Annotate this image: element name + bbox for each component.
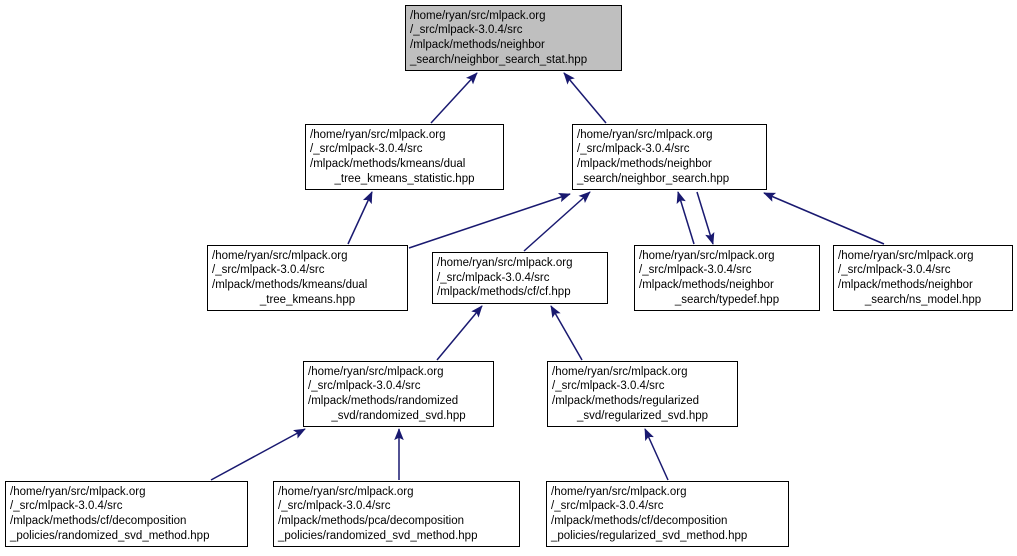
graph-node-ns_model[interactable]: /home/ryan/src/mlpack.org /_src/mlpack-3.…: [833, 245, 1013, 311]
node-label-line: /mlpack/methods/pca/decomposition: [278, 515, 465, 527]
graph-node-neighbor_search_stat[interactable]: /home/ryan/src/mlpack.org /_src/mlpack-3.…: [405, 5, 622, 71]
graph-edge-typedef-to-neighbor_search: [676, 191, 695, 245]
node-label-line: /home/ryan/src/mlpack.org: [577, 128, 713, 141]
graph-node-randomized_svd[interactable]: /home/ryan/src/mlpack.org /_src/mlpack-3.…: [303, 361, 494, 427]
node-label-line: /home/ryan/src/mlpack.org: [437, 257, 573, 270]
node-label-line: /home/ryan/src/mlpack.org: [410, 9, 546, 22]
node-label-line: /_src/mlpack-3.0.4/src: [410, 24, 523, 37]
graph-node-cf[interactable]: /home/ryan/src/mlpack.org/_src/mlpack-3.…: [432, 252, 608, 304]
node-label-line: /mlpack/methods/neighbor: [577, 158, 712, 170]
node-label-line: /home/ryan/src/mlpack.org: [639, 249, 775, 262]
node-label-line: _search/neighbor_search_stat.hpp: [410, 53, 588, 66]
node-label-line: /home/ryan/src/mlpack.org: [212, 249, 348, 262]
node-label-line: /_src/mlpack-3.0.4/src: [310, 143, 423, 156]
node-label-line: /home/ryan/src/mlpack.org: [552, 365, 688, 378]
graph-node-pca_randomized_svd_method[interactable]: /home/ryan/src/mlpack.org /_src/mlpack-3.…: [273, 481, 520, 547]
node-label-line: /_src/mlpack-3.0.4/src: [437, 271, 550, 284]
node-label-line: /mlpack/methods/neighbor: [410, 39, 545, 51]
node-label-line: _svd/regularized_svd.hpp: [576, 409, 709, 422]
graph-edge-cf_randomized_svd_method-to-randomized_svd: [210, 428, 306, 481]
node-label-line: _tree_kmeans.hpp: [259, 293, 356, 306]
node-label-line: /home/ryan/src/mlpack.org: [551, 485, 687, 498]
graph-edge-cf_regularized_svd_method-to-regularized_svd: [644, 428, 669, 481]
node-label-line: /_src/mlpack-3.0.4/src: [278, 500, 391, 513]
node-label-line: _policies/regularized_svd_method.hpp: [551, 529, 748, 542]
node-label-line: /home/ryan/src/mlpack.org: [10, 485, 146, 498]
node-label-line: /home/ryan/src/mlpack.org: [838, 249, 974, 262]
node-label-line: _search/ns_model.hpp: [864, 293, 982, 306]
graph-edge-cf-to-neighbor_search: [523, 191, 591, 252]
node-label-line: _tree_kmeans_statistic.hpp: [334, 172, 475, 185]
node-label-line: /home/ryan/src/mlpack.org: [278, 485, 414, 498]
graph-edge-randomized_svd-to-cf: [436, 305, 483, 361]
node-label-line: /_src/mlpack-3.0.4/src: [10, 500, 123, 513]
node-label-line: /home/ryan/src/mlpack.org: [308, 365, 444, 378]
node-label-line: /_src/mlpack-3.0.4/src: [552, 380, 665, 393]
node-label-line: /_src/mlpack-3.0.4/src: [639, 264, 752, 277]
node-label-line: _policies/randomized_svd_method.hpp: [10, 529, 210, 542]
node-label-line: /mlpack/methods/randomized: [308, 395, 459, 407]
graph-edge-dual_tree_kmeans-to-dual_tree_kmeans_statistic: [347, 191, 373, 245]
node-label-line: /_src/mlpack-3.0.4/src: [577, 143, 690, 156]
node-label-line: /mlpack/methods/kmeans/dual: [310, 158, 466, 170]
node-label-line: _search/neighbor_search.hpp: [577, 172, 730, 185]
node-label-line: /_src/mlpack-3.0.4/src: [551, 500, 664, 513]
graph-node-typedef[interactable]: /home/ryan/src/mlpack.org /_src/mlpack-3.…: [634, 245, 820, 311]
node-label-line: /mlpack/methods/regularized: [552, 395, 700, 407]
graph-node-neighbor_search[interactable]: /home/ryan/src/mlpack.org /_src/mlpack-3.…: [572, 124, 767, 190]
node-label-line: _search/typedef.hpp: [674, 293, 780, 306]
graph-node-dual_tree_kmeans[interactable]: /home/ryan/src/mlpack.org /_src/mlpack-3.…: [207, 245, 408, 311]
graph-edge-dual_tree_kmeans-to-neighbor_search: [408, 192, 571, 249]
graph-edge-neighbor_search-to-neighbor_search_stat: [563, 72, 607, 124]
graph-node-cf_regularized_svd_method[interactable]: /home/ryan/src/mlpack.org /_src/mlpack-3.…: [546, 481, 789, 547]
node-label-line: /home/ryan/src/mlpack.org: [310, 128, 446, 141]
node-label-line: /mlpack/methods/cf/cf.hpp: [437, 286, 571, 299]
node-label-line: /mlpack/methods/kmeans/dual: [212, 279, 368, 291]
node-label-line: /mlpack/methods/cf/decomposition: [10, 515, 187, 527]
node-label-line: _policies/randomized_svd_method.hpp: [278, 529, 478, 542]
graph-edge-regularized_svd-to-cf: [550, 305, 583, 361]
graph-node-cf_randomized_svd_method[interactable]: /home/ryan/src/mlpack.org /_src/mlpack-3.…: [5, 481, 248, 547]
node-label-line: /mlpack/methods/neighbor: [838, 279, 973, 291]
graph-node-regularized_svd[interactable]: /home/ryan/src/mlpack.org /_src/mlpack-3.…: [547, 361, 738, 427]
node-label-line: _svd/randomized_svd.hpp: [331, 409, 466, 422]
node-label-line: /_src/mlpack-3.0.4/src: [212, 264, 325, 277]
graph-edge-ns_model-to-neighbor_search: [763, 192, 885, 245]
node-label-line: /mlpack/methods/cf/decomposition: [551, 515, 728, 527]
node-label-line: /_src/mlpack-3.0.4/src: [838, 264, 951, 277]
graph-node-dual_tree_kmeans_statistic[interactable]: /home/ryan/src/mlpack.org /_src/mlpack-3.…: [305, 124, 504, 190]
graph-edge-dual_tree_kmeans_statistic-to-neighbor_search_stat: [430, 72, 478, 124]
graph-edge-neighbor_search-to-typedef: [696, 191, 715, 245]
node-label-line: /_src/mlpack-3.0.4/src: [308, 380, 421, 393]
node-label-line: /mlpack/methods/neighbor: [639, 279, 774, 291]
